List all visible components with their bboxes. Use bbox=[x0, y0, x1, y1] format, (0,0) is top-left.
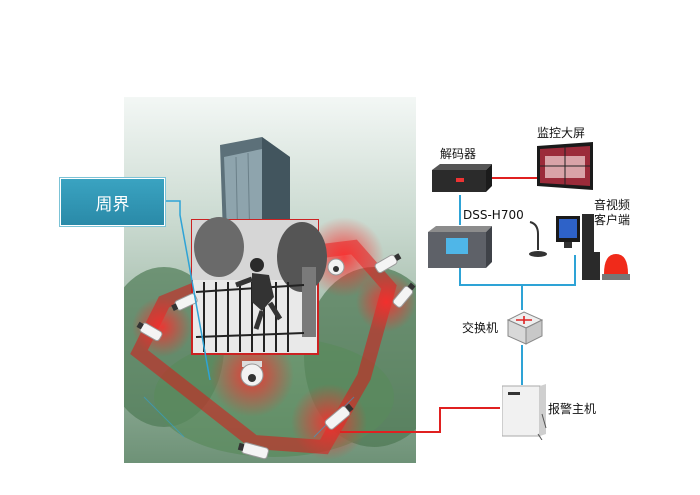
decoder-label: 解码器 bbox=[440, 147, 477, 161]
video-wall-label: 监控大屏 bbox=[537, 126, 586, 140]
alarm-to-perimeter-line bbox=[340, 407, 500, 433]
video-wall-icon bbox=[537, 142, 593, 190]
perimeter-callout-label: 周界 bbox=[95, 194, 130, 215]
cctv-camera-icon bbox=[392, 282, 416, 308]
pc-client-icon bbox=[529, 214, 594, 257]
platform-to-switch-line bbox=[459, 268, 523, 310]
decoder-device bbox=[432, 164, 492, 198]
av-client-label-line2: 客户端 bbox=[594, 213, 631, 227]
alarm-light-device bbox=[582, 248, 630, 286]
platform-label: DSS-H700 bbox=[463, 208, 524, 222]
ptz-dome-camera-icon bbox=[327, 258, 345, 276]
callout-leader-line bbox=[163, 200, 211, 381]
av-client-label-line1: 音视频 bbox=[594, 198, 631, 212]
alarm-light-icon bbox=[582, 252, 630, 280]
switch-device bbox=[504, 310, 544, 352]
intrusion-inset-photo bbox=[191, 217, 327, 355]
perimeter-aerial-photo bbox=[124, 97, 416, 463]
cctv-camera-icon bbox=[237, 442, 269, 460]
client-to-switch-line bbox=[522, 255, 576, 286]
cctv-camera-icon bbox=[324, 403, 354, 430]
server-icon bbox=[428, 226, 492, 268]
switch-label: 交换机 bbox=[462, 321, 499, 335]
perimeter-callout: 周界 bbox=[60, 178, 165, 226]
alarm-host-icon bbox=[501, 384, 547, 441]
alarm-host-label: 报警主机 bbox=[548, 402, 597, 416]
platform-device bbox=[428, 226, 492, 274]
ptz-dome-camera-icon bbox=[240, 361, 264, 387]
cctv-camera-icon bbox=[374, 253, 402, 274]
network-switch-icon bbox=[506, 311, 544, 345]
cctv-camera-icon bbox=[136, 321, 163, 342]
cctv-camera-icon bbox=[171, 293, 198, 311]
video-wall-device bbox=[531, 142, 595, 198]
av-client-device bbox=[524, 212, 594, 266]
alarm-host-device bbox=[501, 384, 548, 444]
decoder-icon bbox=[432, 164, 492, 192]
av-client-label: 音视频 客户端 bbox=[594, 198, 630, 228]
aerial-scene bbox=[124, 97, 416, 463]
bullet-cameras bbox=[136, 253, 416, 460]
